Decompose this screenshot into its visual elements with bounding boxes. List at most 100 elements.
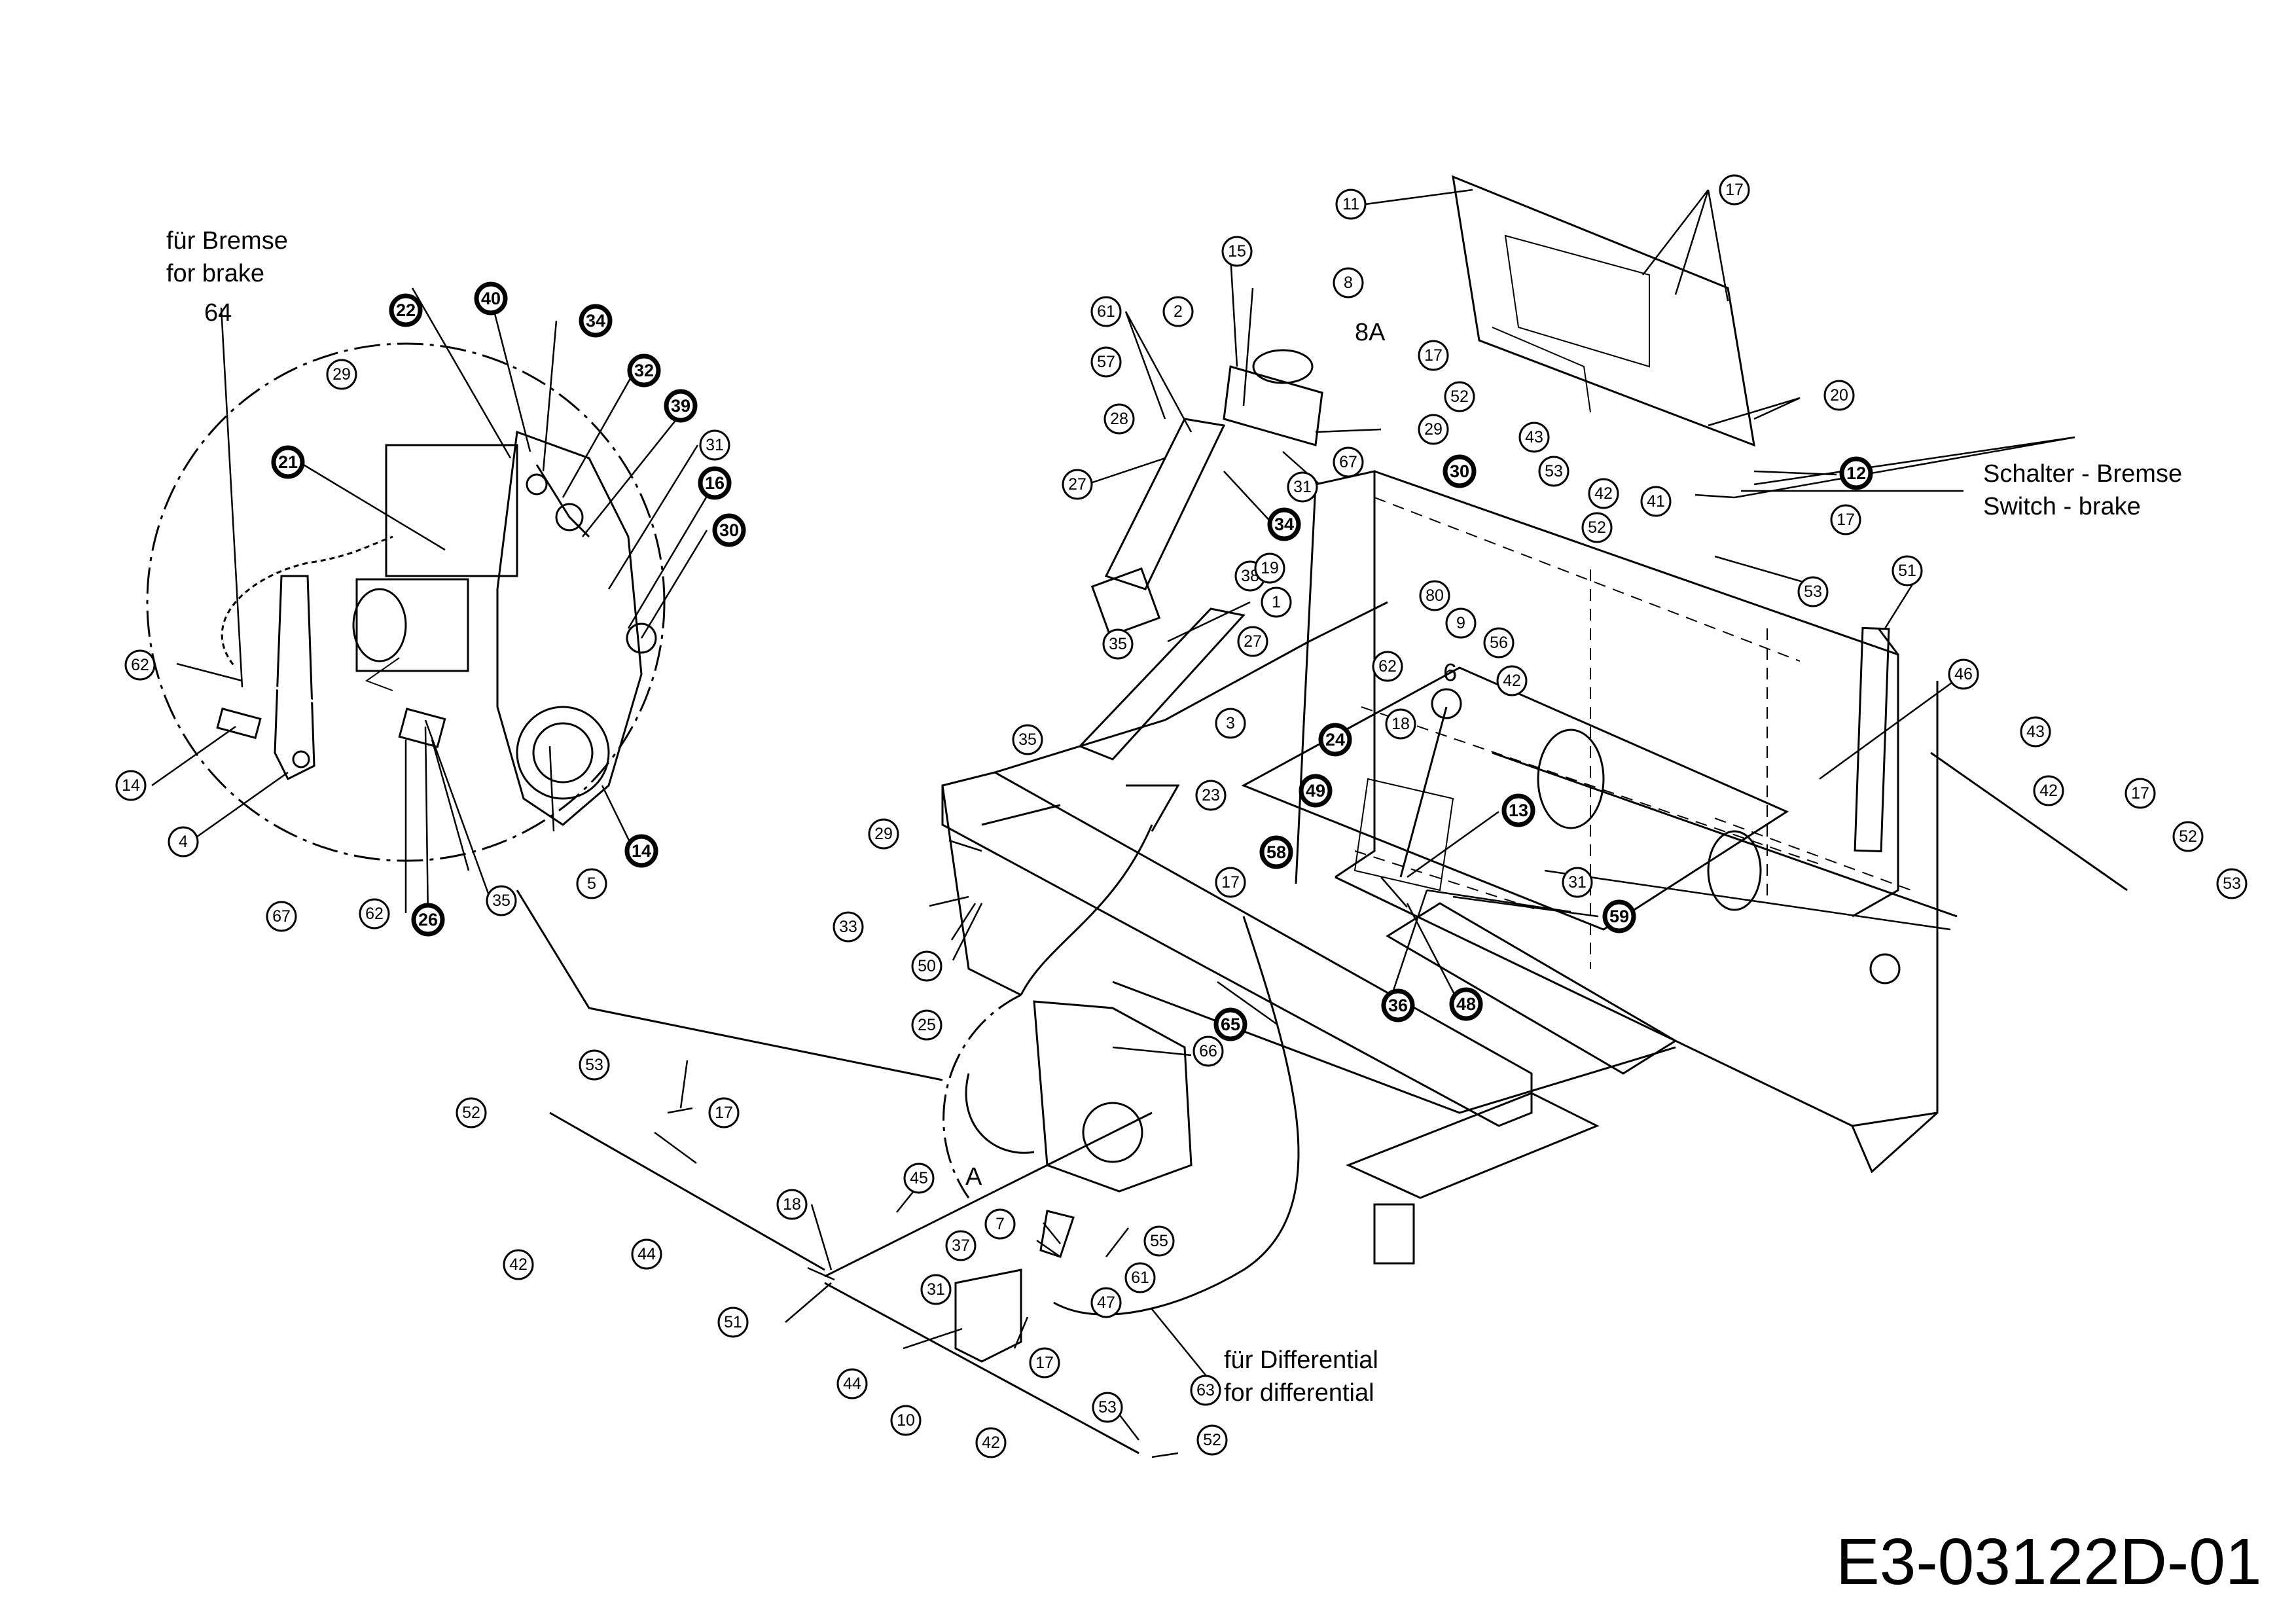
part-callout-26[interactable]: 26 xyxy=(411,903,445,937)
part-callout-10[interactable]: 10 xyxy=(890,1405,922,1436)
part-callout-47[interactable]: 47 xyxy=(1090,1287,1122,1318)
part-callout-8[interactable]: 8 xyxy=(1333,267,1364,298)
part-callout-35[interactable]: 35 xyxy=(486,885,517,916)
part-callout-61[interactable]: 61 xyxy=(1090,296,1122,327)
part-callout-42[interactable]: 42 xyxy=(503,1249,534,1280)
part-callout-29[interactable]: 29 xyxy=(1418,414,1449,445)
part-callout-55[interactable]: 55 xyxy=(1143,1225,1175,1257)
part-callout-24[interactable]: 24 xyxy=(1318,723,1352,757)
part-callout-80[interactable]: 80 xyxy=(1419,580,1450,611)
part-callout-13[interactable]: 13 xyxy=(1501,793,1535,827)
part-callout-42[interactable]: 42 xyxy=(2033,775,2064,806)
part-callout-34[interactable]: 34 xyxy=(1267,507,1301,541)
part-callout-4[interactable]: 4 xyxy=(168,826,199,857)
part-callout-35[interactable]: 35 xyxy=(1102,628,1134,660)
part-callout-52[interactable]: 52 xyxy=(2172,821,2204,852)
part-callout-53[interactable]: 53 xyxy=(2216,868,2248,899)
part-callout-17[interactable]: 17 xyxy=(1029,1347,1060,1379)
part-callout-27[interactable]: 27 xyxy=(1237,626,1268,657)
part-callout-35[interactable]: 35 xyxy=(1012,724,1043,755)
part-callout-15[interactable]: 15 xyxy=(1221,236,1253,267)
part-callout-59[interactable]: 59 xyxy=(1602,899,1636,933)
part-callout-49[interactable]: 49 xyxy=(1299,774,1333,808)
part-callout-67[interactable]: 67 xyxy=(1333,446,1364,478)
part-callout-31[interactable]: 31 xyxy=(1562,867,1593,898)
part-callout-17[interactable]: 17 xyxy=(1719,174,1750,206)
part-callout-31[interactable]: 31 xyxy=(920,1274,952,1305)
part-callout-43[interactable]: 43 xyxy=(1518,422,1550,453)
part-callout-31[interactable]: 31 xyxy=(1287,471,1318,503)
part-callout-20[interactable]: 20 xyxy=(1823,380,1855,411)
part-callout-9[interactable]: 9 xyxy=(1445,607,1477,639)
part-callout-53[interactable]: 53 xyxy=(1092,1392,1123,1423)
part-callout-30[interactable]: 30 xyxy=(712,513,746,547)
part-callout-51[interactable]: 51 xyxy=(1892,555,1923,586)
part-callout-42[interactable]: 42 xyxy=(1588,478,1619,509)
part-callout-31[interactable]: 31 xyxy=(699,429,730,461)
part-callout-11[interactable]: 11 xyxy=(1335,189,1367,220)
part-callout-53[interactable]: 53 xyxy=(1797,576,1829,607)
part-callout-57[interactable]: 57 xyxy=(1090,346,1122,378)
part-callout-1[interactable]: 1 xyxy=(1261,586,1292,618)
part-callout-14[interactable]: 14 xyxy=(624,834,658,868)
part-callout-62[interactable]: 62 xyxy=(124,649,156,681)
part-callout-18[interactable]: 18 xyxy=(776,1189,808,1220)
part-callout-67[interactable]: 67 xyxy=(266,901,297,932)
part-callout-23[interactable]: 23 xyxy=(1195,780,1227,811)
part-callout-17[interactable]: 17 xyxy=(708,1097,740,1128)
part-callout-50[interactable]: 50 xyxy=(911,950,942,982)
part-callout-52[interactable]: 52 xyxy=(1196,1424,1228,1456)
part-callout-45[interactable]: 45 xyxy=(903,1163,935,1194)
part-callout-32[interactable]: 32 xyxy=(627,353,661,388)
part-callout-16[interactable]: 16 xyxy=(698,466,732,500)
part-callout-22[interactable]: 22 xyxy=(389,293,423,327)
part-callout-18[interactable]: 18 xyxy=(1385,708,1416,740)
part-callout-30[interactable]: 30 xyxy=(1443,454,1477,488)
part-callout-48[interactable]: 48 xyxy=(1449,987,1483,1021)
part-callout-52[interactable]: 52 xyxy=(1444,381,1475,412)
part-callout-39[interactable]: 39 xyxy=(664,389,698,423)
part-callout-21[interactable]: 21 xyxy=(271,445,305,479)
part-callout-66[interactable]: 66 xyxy=(1193,1036,1224,1067)
part-callout-2[interactable]: 2 xyxy=(1162,296,1194,327)
part-callout-17[interactable]: 17 xyxy=(1215,867,1246,898)
part-callout-44[interactable]: 44 xyxy=(631,1238,662,1270)
part-callout-65[interactable]: 65 xyxy=(1213,1007,1247,1041)
part-callout-12[interactable]: 12 xyxy=(1839,456,1873,490)
part-callout-37[interactable]: 37 xyxy=(945,1230,977,1261)
part-callout-46[interactable]: 46 xyxy=(1948,659,1979,690)
part-callout-3[interactable]: 3 xyxy=(1215,708,1246,739)
part-callout-56[interactable]: 56 xyxy=(1483,627,1515,659)
part-callout-17[interactable]: 17 xyxy=(2125,778,2156,809)
part-callout-28[interactable]: 28 xyxy=(1103,403,1135,435)
part-callout-58[interactable]: 58 xyxy=(1259,835,1293,869)
part-callout-61[interactable]: 61 xyxy=(1124,1262,1156,1293)
part-callout-62[interactable]: 62 xyxy=(1372,651,1403,682)
part-callout-44[interactable]: 44 xyxy=(836,1368,868,1399)
part-callout-17[interactable]: 17 xyxy=(1418,340,1449,371)
part-callout-33[interactable]: 33 xyxy=(833,911,864,943)
part-callout-29[interactable]: 29 xyxy=(326,359,357,390)
part-callout-41[interactable]: 41 xyxy=(1640,486,1672,517)
part-callout-62[interactable]: 62 xyxy=(359,898,390,929)
part-callout-42[interactable]: 42 xyxy=(1496,665,1528,696)
part-callout-43[interactable]: 43 xyxy=(2020,716,2051,748)
part-callout-36[interactable]: 36 xyxy=(1381,988,1415,1022)
part-callout-19[interactable]: 19 xyxy=(1254,552,1285,584)
part-callout-29[interactable]: 29 xyxy=(868,818,899,850)
part-callout-52[interactable]: 52 xyxy=(1581,512,1613,543)
part-callout-27[interactable]: 27 xyxy=(1062,469,1093,500)
part-callout-42[interactable]: 42 xyxy=(975,1427,1007,1458)
part-callout-51[interactable]: 51 xyxy=(717,1307,749,1338)
part-callout-40[interactable]: 40 xyxy=(474,281,508,316)
part-callout-53[interactable]: 53 xyxy=(1538,456,1570,487)
part-callout-53[interactable]: 53 xyxy=(579,1049,610,1081)
part-callout-34[interactable]: 34 xyxy=(579,304,613,338)
part-callout-5[interactable]: 5 xyxy=(576,868,607,899)
part-callout-14[interactable]: 14 xyxy=(115,770,147,801)
part-callout-25[interactable]: 25 xyxy=(911,1009,942,1041)
part-callout-7[interactable]: 7 xyxy=(984,1208,1016,1240)
part-callout-52[interactable]: 52 xyxy=(456,1097,487,1128)
part-callout-17[interactable]: 17 xyxy=(1830,504,1861,535)
part-callout-63[interactable]: 63 xyxy=(1190,1375,1221,1406)
